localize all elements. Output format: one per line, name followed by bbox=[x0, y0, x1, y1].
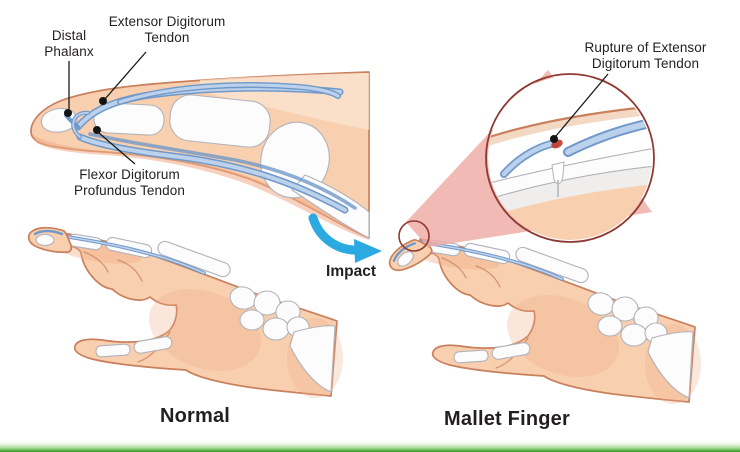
zoom-source-circle bbox=[398, 220, 430, 252]
flexor-tendon-label: Flexor Digitorum Profundus Tendon bbox=[74, 167, 185, 198]
flexor-tendon-graphic bbox=[71, 110, 357, 214]
normal-caption: Normal bbox=[159, 405, 231, 427]
fingertip-anatomy-illustration bbox=[30, 51, 370, 240]
leader-line-flexor bbox=[98, 132, 136, 165]
label-dot-extensor bbox=[99, 97, 107, 105]
magnifier-circle bbox=[485, 73, 655, 243]
mallet-hand-illustration bbox=[383, 231, 703, 406]
leader-line-extensor bbox=[104, 51, 147, 100]
normal-hand-illustration bbox=[27, 226, 345, 400]
impact-arrow-icon bbox=[308, 213, 382, 263]
mallet-finger-caption: Mallet Finger bbox=[444, 408, 570, 430]
label-dot-flexor bbox=[93, 126, 101, 134]
leader-line-rupture bbox=[555, 73, 609, 137]
extensor-tendon-label: Extensor Digitorum Tendon bbox=[108, 14, 226, 45]
rupture-label: Rupture of Extensor Digitorum Tendon bbox=[584, 40, 707, 71]
label-dot-distal-phalanx bbox=[64, 109, 72, 117]
distal-phalanx-label: Distal Phalanx bbox=[44, 28, 94, 59]
label-dot-rupture bbox=[550, 135, 558, 143]
bottom-green-divider bbox=[0, 441, 740, 452]
impact-label: Impact bbox=[326, 263, 376, 280]
